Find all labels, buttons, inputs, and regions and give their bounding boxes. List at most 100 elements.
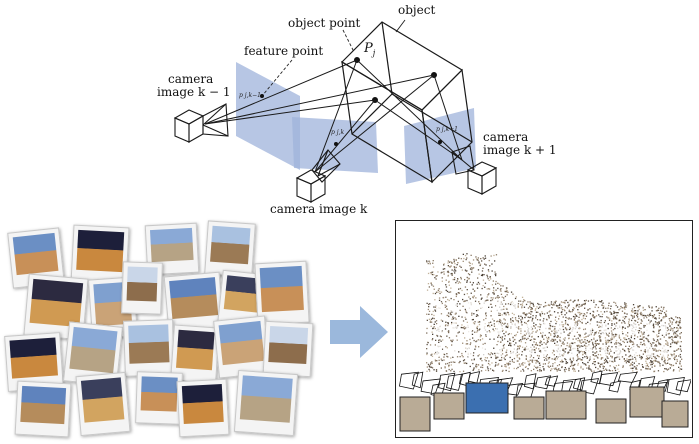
point-cloud-point [575, 306, 577, 308]
label-camera-center: camera image k [270, 202, 368, 216]
point-cloud-point [524, 300, 526, 302]
collage-photo [262, 320, 314, 378]
point-cloud-point [606, 369, 608, 371]
point-cloud-point [462, 305, 464, 307]
point-cloud-point [463, 326, 465, 328]
point-cloud-point [546, 312, 548, 314]
point-cloud-point [631, 319, 633, 322]
point-cloud-point [601, 300, 603, 302]
point-cloud-point [625, 362, 628, 364]
point-cloud-point [564, 323, 567, 325]
point-cloud-point [592, 315, 594, 317]
point-cloud-point [466, 280, 468, 282]
point-cloud-point [650, 360, 652, 362]
point-cloud-point [430, 282, 432, 285]
camera-thumbnail [595, 398, 627, 424]
point-cloud-point [657, 361, 659, 364]
point-cloud-point [465, 327, 467, 329]
point-cloud-point [665, 310, 668, 312]
point-cloud-point [669, 325, 671, 327]
point-cloud-point [485, 315, 487, 317]
point-cloud-point [466, 321, 468, 323]
point-cloud-point [624, 337, 626, 339]
point-cloud-point [654, 356, 656, 358]
point-cloud-point [571, 362, 573, 364]
point-cloud-point [534, 349, 536, 351]
point-cloud-point [552, 349, 555, 351]
point-cloud-point [608, 335, 610, 337]
point-cloud-point [594, 333, 596, 335]
point-cloud-point [577, 299, 579, 301]
point-cloud-point [677, 323, 679, 326]
point-cloud-point [585, 299, 587, 301]
point-cloud-point [440, 367, 442, 369]
point-cloud-point [673, 332, 675, 334]
point-cloud-point [554, 319, 556, 321]
point-cloud-point [446, 362, 449, 365]
point-cloud-point [451, 340, 453, 343]
point-cloud-point [669, 321, 672, 323]
point-cloud-point [538, 303, 540, 306]
point-cloud-point [461, 324, 463, 326]
point-cloud-point [488, 360, 490, 362]
point-cloud-point [472, 318, 474, 321]
point-cloud-point [481, 338, 484, 340]
point-cloud-point [658, 343, 660, 346]
point-cloud-point [550, 368, 552, 370]
point-cloud-point [441, 320, 444, 322]
point-cloud-point [457, 300, 459, 303]
point-cloud-point [448, 281, 450, 283]
point-cloud-point [532, 359, 534, 361]
point-cloud-point [554, 326, 556, 328]
point-cloud-point [567, 334, 569, 336]
point-cloud-point [640, 358, 642, 360]
point-cloud-point [507, 333, 509, 336]
point-cloud-point [573, 307, 576, 310]
point-cloud-point [568, 337, 570, 339]
point-cloud-point [498, 334, 500, 337]
point-cloud-point [671, 342, 673, 344]
point-cloud-point [447, 262, 449, 264]
point-cloud-point [575, 321, 577, 323]
point-cloud-point [513, 367, 515, 370]
point-cloud-point [658, 356, 660, 358]
point-cloud-point [474, 331, 476, 333]
point-cloud-point [459, 360, 461, 363]
point-cloud-point [635, 358, 637, 360]
point-cloud-point [472, 267, 474, 269]
point-cloud-point [548, 366, 550, 368]
point-cloud-point [509, 344, 511, 346]
point-cloud-point [648, 306, 651, 309]
point-cloud-point [640, 313, 642, 316]
point-cloud-point [588, 368, 590, 370]
point-cloud-point [662, 317, 664, 319]
label-point-pj: Pj [364, 42, 375, 60]
point-cloud-point [450, 297, 452, 300]
point-cloud-point [600, 358, 602, 360]
point-cloud-point [441, 359, 443, 362]
point-cloud-point [451, 274, 453, 276]
point-cloud-point [606, 342, 608, 344]
point-cloud-point [529, 303, 532, 305]
point-cloud-point [585, 342, 587, 344]
point-cloud-point [654, 321, 657, 323]
point-cloud-point [592, 310, 594, 313]
point-cloud-point [618, 337, 621, 339]
point-cloud-point [480, 366, 482, 368]
point-cloud-point [677, 328, 679, 330]
point-cloud-point [578, 316, 580, 318]
photo-image [169, 277, 219, 319]
point-cloud-point [432, 317, 434, 319]
point-cloud-point [547, 362, 550, 365]
point-cloud-point [576, 353, 578, 356]
point-cloud-point [446, 353, 448, 355]
point-cloud-point [444, 325, 447, 327]
point-cloud-point [659, 365, 661, 367]
point-cloud-point [497, 295, 499, 297]
point-cloud-point [653, 315, 655, 317]
point-cloud-point [504, 319, 506, 321]
point-cloud-point [553, 304, 555, 306]
point-cloud-point [614, 311, 617, 314]
point-cloud-point [443, 271, 445, 273]
point-cloud-point [448, 265, 450, 268]
